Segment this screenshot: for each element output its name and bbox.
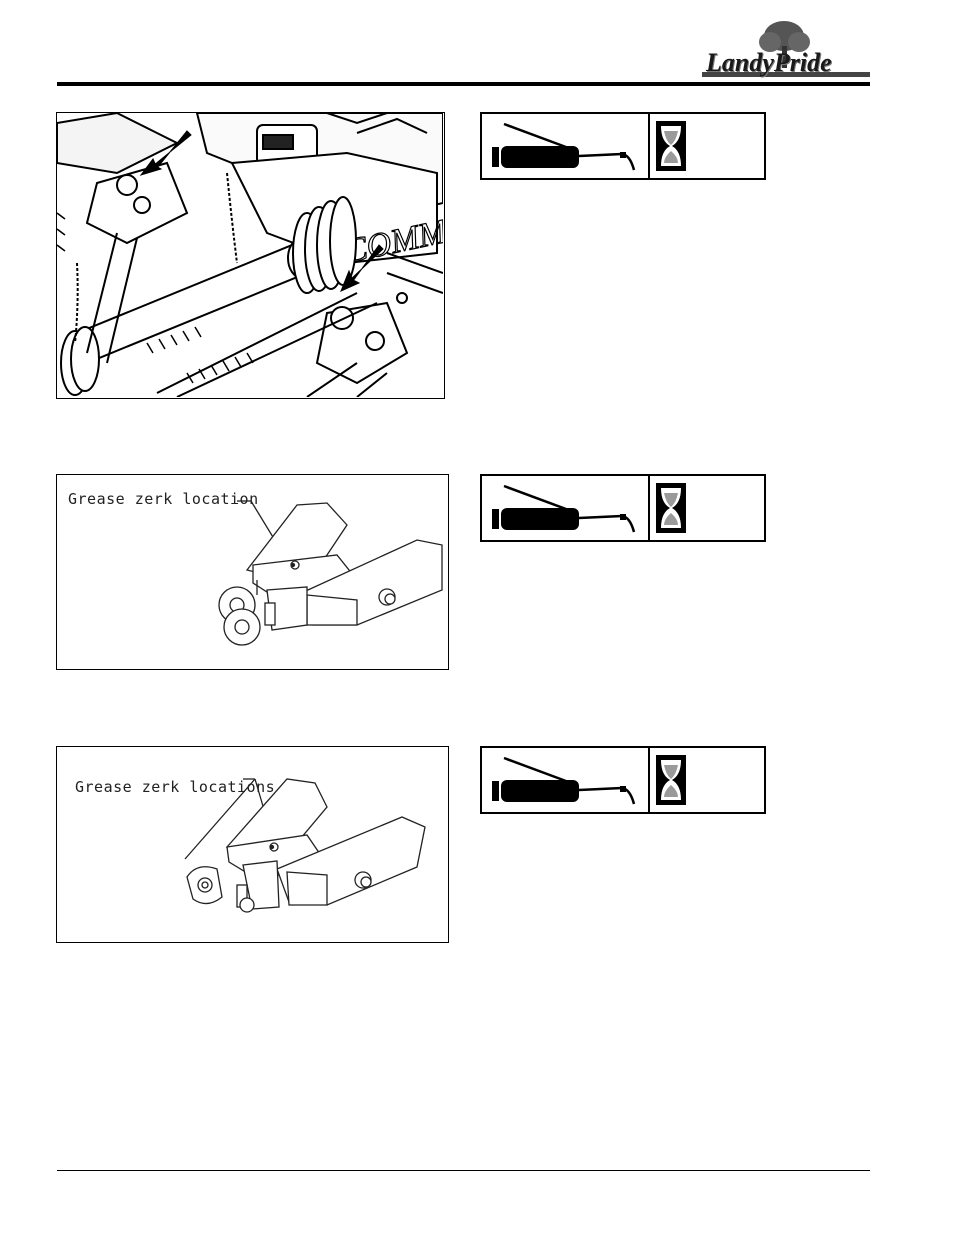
hourglass-icon	[656, 755, 686, 805]
lubrication-interval-box	[480, 112, 766, 180]
hitch-single-zerk-illustration	[57, 475, 448, 669]
hourglass-icon	[656, 121, 686, 171]
footer-rule	[57, 1170, 870, 1171]
grease-gun-icon	[490, 754, 642, 812]
hitch-two-zerks-illustration	[57, 747, 448, 942]
grease-gun-icon	[490, 120, 642, 178]
pto-hitch-illustration: COMM	[57, 113, 443, 397]
brand-logo-text: LandyPride	[706, 48, 832, 78]
figure-hitch-two-zerks: Grease zerk locations	[56, 746, 449, 943]
header-rule	[57, 82, 870, 86]
lubrication-interval-box	[480, 474, 766, 542]
grease-gun-icon	[490, 482, 642, 540]
brand-logo: LandyPride	[700, 18, 872, 82]
hourglass-icon	[656, 483, 686, 533]
figure-pto-hitch: COMM	[56, 112, 445, 399]
lubrication-interval-box	[480, 746, 766, 814]
figure-hitch-single-zerk: Grease zerk location	[56, 474, 449, 670]
